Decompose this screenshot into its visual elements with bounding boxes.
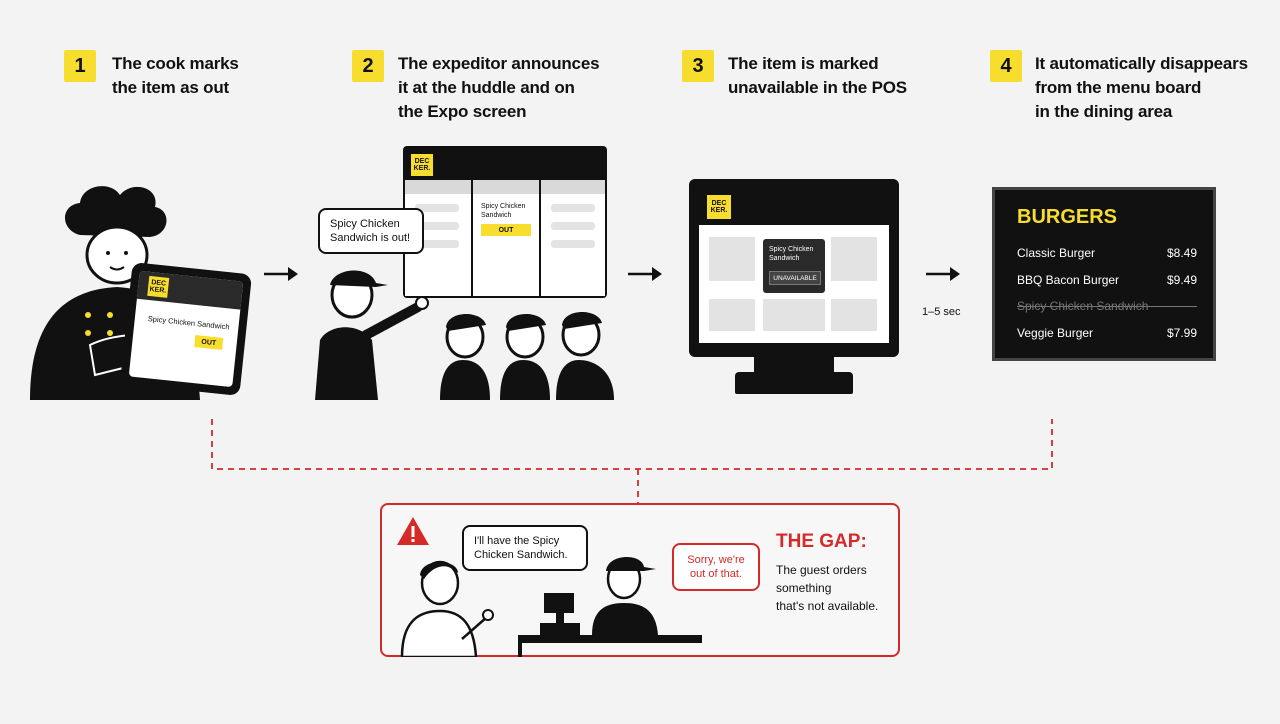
arrow-icon bbox=[264, 267, 298, 281]
menu-item-price: $9.49 bbox=[1166, 273, 1197, 287]
expo-card-item: Spicy Chicken Sandwich bbox=[481, 203, 526, 219]
expo-placeholder-line bbox=[551, 204, 595, 212]
menu-item-name: Veggie Burger bbox=[1017, 326, 1094, 340]
expo-columns-header bbox=[405, 180, 605, 194]
step-3-badge: 3 bbox=[682, 50, 714, 82]
step-4-title: It automatically disappears from the men… bbox=[1035, 54, 1248, 121]
menu-item-name: BBQ Bacon Burger bbox=[1017, 273, 1120, 287]
warning-icon bbox=[397, 517, 429, 545]
counter-scene-illustration bbox=[400, 556, 702, 657]
expo-placeholder-line bbox=[551, 240, 595, 248]
pos-tile[interactable] bbox=[709, 299, 755, 331]
pos-screen: DEC KER. Spicy Chicken Sandwich UNAVAILA… bbox=[699, 189, 889, 343]
pos-tile[interactable] bbox=[831, 237, 877, 281]
arrow-icon bbox=[628, 267, 662, 281]
pos-item-card[interactable]: Spicy Chicken Sandwich UNAVAILABLE bbox=[763, 239, 825, 293]
expo-logo: DEC KER. bbox=[411, 154, 433, 176]
menu-item: Veggie Burger $7.99 bbox=[1017, 326, 1197, 340]
step-4-badge: 4 bbox=[990, 50, 1022, 82]
gap-title: THE GAP: bbox=[776, 531, 867, 552]
guest-speech-bubble: I'll have the Spicy Chicken Sandwich. bbox=[462, 525, 588, 571]
expo-placeholder-line bbox=[415, 204, 459, 212]
menu-item: Classic Burger $8.49 bbox=[1017, 246, 1197, 260]
menu-item: BBQ Bacon Burger $9.49 bbox=[1017, 273, 1197, 287]
tablet-out-button[interactable]: OUT bbox=[194, 335, 224, 350]
pos-tile[interactable] bbox=[831, 299, 877, 331]
tablet: DEC KER. Spicy Chicken Sandwich OUT bbox=[119, 262, 253, 396]
expo-placeholder-line bbox=[415, 222, 459, 230]
step-1-title: The cook marks the item as out bbox=[112, 54, 239, 97]
menu-board: BURGERS Classic Burger $8.49 BBQ Bacon B… bbox=[992, 187, 1216, 361]
expo-card-status: OUT bbox=[481, 224, 531, 236]
tablet-logo: DEC KER. bbox=[147, 275, 170, 298]
staff-speech-bubble: Sorry, we're out of that. bbox=[672, 543, 760, 591]
step-3-title: The item is marked unavailable in the PO… bbox=[728, 54, 907, 97]
gap-panel: I'll have the Spicy Chicken Sandwich. So… bbox=[380, 503, 900, 657]
menu-item-price: $8.49 bbox=[1166, 246, 1197, 260]
expo-placeholder-line bbox=[551, 222, 595, 230]
menu-item-name: Classic Burger bbox=[1017, 246, 1096, 260]
step-2-title: The expeditor announces it at the huddle… bbox=[398, 54, 600, 121]
gap-connector bbox=[211, 419, 1053, 503]
pos-tile[interactable] bbox=[763, 299, 825, 331]
expo-speech-bubble: Spicy Chicken Sandwich is out! bbox=[318, 208, 424, 254]
pos-terminal: DEC KER. Spicy Chicken Sandwich UNAVAILA… bbox=[689, 179, 899, 357]
pos-logo: DEC KER. bbox=[707, 195, 731, 219]
step-2-badge: 2 bbox=[352, 50, 384, 82]
expo-divider bbox=[471, 180, 473, 296]
expo-divider bbox=[539, 180, 541, 296]
expo-screen: DEC KER. Spicy Chicken Sandwich OUT bbox=[403, 146, 607, 298]
pos-unavailable-label: UNAVAILABLE bbox=[769, 271, 821, 285]
menu-item-price: $7.99 bbox=[1166, 326, 1197, 340]
pos-tile[interactable] bbox=[709, 237, 755, 281]
menu-strike-line bbox=[1017, 306, 1197, 307]
expo-screen-inner: DEC KER. Spicy Chicken Sandwich OUT bbox=[405, 148, 605, 296]
tablet-item-name: Spicy Chicken Sandwich bbox=[147, 313, 230, 332]
menu-board-heading: BURGERS bbox=[1017, 206, 1118, 228]
pos-stand-base bbox=[735, 372, 853, 394]
expo-header bbox=[405, 148, 605, 180]
tablet-screen: DEC KER. Spicy Chicken Sandwich OUT bbox=[128, 270, 244, 388]
arrow-icon bbox=[926, 267, 960, 281]
gap-description: The guest orders something that's not av… bbox=[776, 563, 879, 613]
step-1-badge: 1 bbox=[64, 50, 96, 82]
delay-label: 1–5 sec bbox=[922, 306, 961, 318]
pos-stand-neck bbox=[754, 357, 834, 373]
expo-placeholder-line bbox=[415, 240, 459, 248]
huddle-illustration bbox=[315, 270, 614, 400]
pos-item-name: Spicy Chicken Sandwich bbox=[769, 246, 814, 262]
